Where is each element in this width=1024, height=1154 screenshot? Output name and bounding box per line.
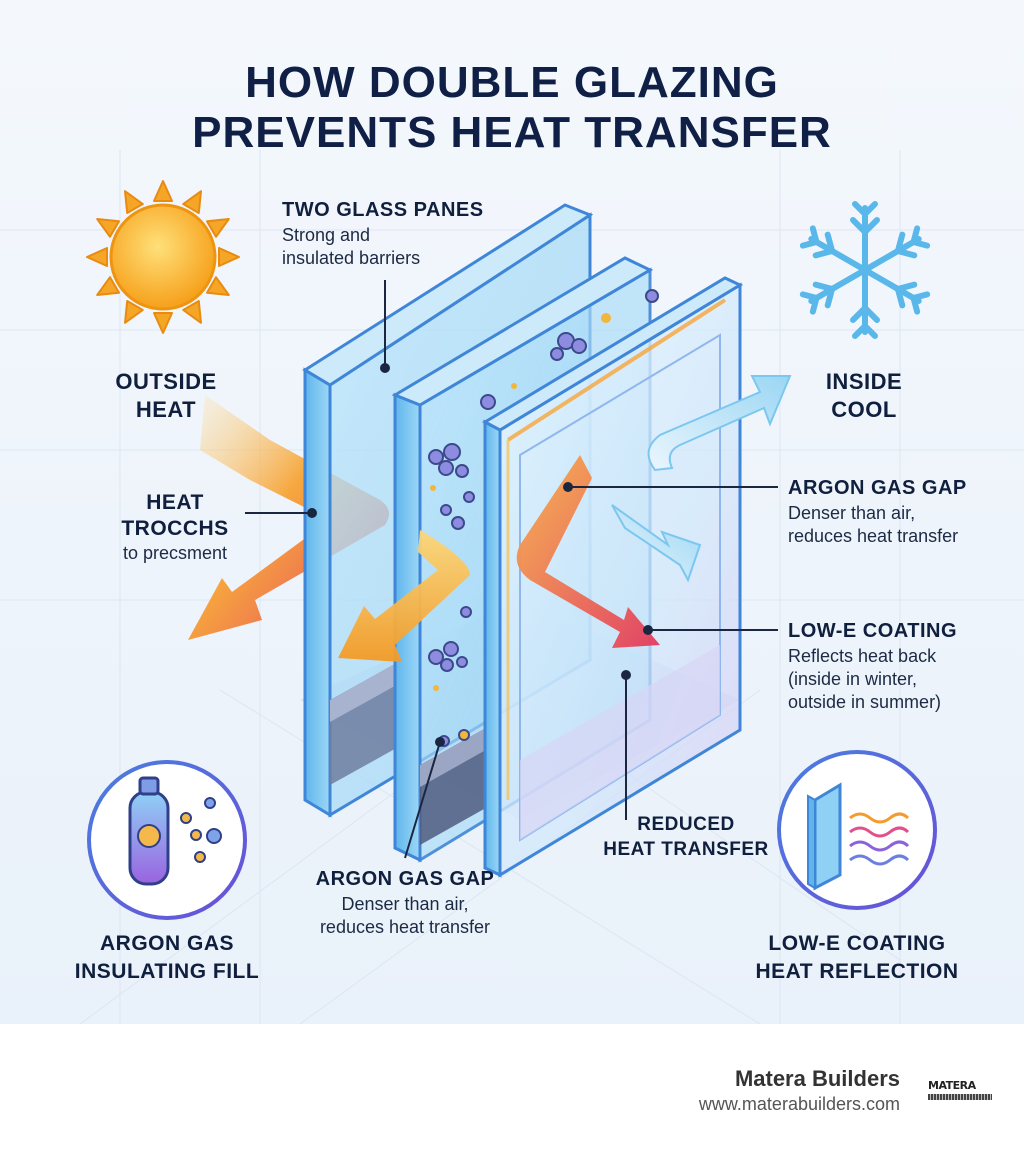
outside-heat-label: OUTSIDE HEAT: [115, 369, 217, 422]
gas-cylinder-icon: [128, 776, 222, 886]
argon-circle-badge: [87, 760, 247, 920]
brand-url[interactable]: www.materabuilders.com: [698, 1094, 900, 1114]
argon-bubbles: [428, 289, 659, 747]
diagram-scene: [0, 150, 1024, 1024]
double-glazing-window: [300, 203, 744, 878]
lowe-circle-badge: [777, 750, 937, 910]
heat-title: HEAT TROCCHS: [121, 491, 229, 540]
inside-cool-label: INSIDE COOL: [825, 369, 903, 422]
footer: Matera Builders www.materabuilders.com M…: [0, 1024, 1024, 1154]
two-panes-callout: TWO GLASS PANES Strong and insulated bar…: [282, 196, 484, 270]
reduced-heat-label: REDUCED HEAT TRANSFER: [603, 814, 769, 860]
inside-cool-arrow: [647, 375, 792, 472]
page-title: HOW DOUBLE GLAZING PREVENTS HEAT TRANSFE…: [0, 58, 1024, 158]
cool-arrow-lower: [611, 504, 702, 583]
infographic: HOW DOUBLE GLAZING PREVENTS HEAT TRANSFE…: [0, 0, 1024, 1024]
reduced-heat-arrow: [516, 455, 660, 648]
middle-heat-arrow: [338, 530, 470, 662]
heat-callout: HEAT TROCCHS to precsment: [100, 490, 250, 565]
outside-heat-arrow: [188, 395, 389, 640]
sun-icon: [86, 180, 240, 334]
lowe-right-callout: LOW-E COATING Reflects heat back (inside…: [788, 617, 1018, 714]
argon-gap-right-title: ARGON GAS GAP: [788, 477, 967, 499]
glass-reflection-icon: [807, 782, 910, 891]
brand-name: Matera Builders: [734, 1066, 900, 1091]
brand-logo-text: MATERA: [928, 1079, 976, 1092]
argon-gap-right-desc: Denser than air, reduces heat transfer: [788, 503, 959, 546]
lowe-right-title: LOW-E COATING: [788, 620, 958, 642]
leader-lines: [245, 280, 778, 859]
snowflake-icon: [802, 201, 928, 336]
argon-fill-label: ARGON GAS INSULATING FILL: [74, 932, 260, 983]
argon-gap-bottom-callout: ARGON GAS GAP Denser than air, reduces h…: [290, 865, 520, 939]
argon-gap-right-callout: ARGON GAS GAP Denser than air, reduces h…: [788, 474, 1018, 548]
title-line-2: PREVENTS HEAT TRANSFER: [192, 108, 832, 157]
two-panes-title: TWO GLASS PANES: [282, 199, 484, 221]
title-line-1: HOW DOUBLE GLAZING: [245, 58, 779, 107]
heat-desc: to precsment: [122, 543, 228, 563]
lowe-right-desc: Reflects heat back (inside in winter, ou…: [788, 646, 942, 712]
lowe-reflection-label: LOW-E COATING HEAT REFLECTION: [755, 932, 959, 983]
two-panes-desc: Strong and insulated barriers: [282, 225, 421, 268]
brand-logo: MATERA: [928, 1080, 998, 1106]
argon-gap-bottom-title: ARGON GAS GAP: [315, 868, 495, 890]
argon-gap-bottom-desc: Denser than air, reduces heat transfer: [319, 894, 491, 937]
